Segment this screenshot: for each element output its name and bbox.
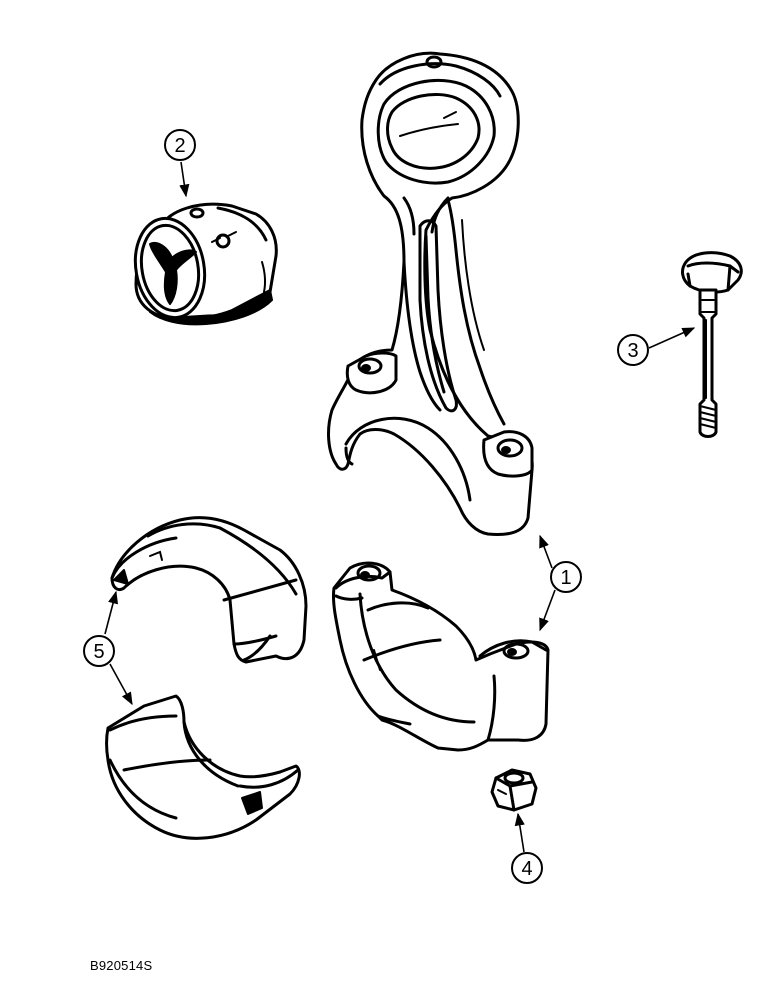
connecting-rod-cap-part [332,561,550,752]
callout-1: 1 [539,534,582,632]
callout-4: 4 [511,812,543,884]
callout-1-label: 1 [560,567,571,589]
bearing-shell-upper-part [110,516,308,664]
callout-2: 2 [164,129,196,198]
piston-pin-bushing-part [133,202,278,326]
connecting-rod-bolt-part [681,251,743,438]
callout-4-label: 4 [521,858,532,880]
figure-code: B920514S [90,958,153,973]
nut-part [490,768,538,812]
callout-3-label: 3 [627,340,638,362]
callout-2-label: 2 [174,135,185,157]
bearing-shell-lower-part [105,694,301,840]
callout-5: 5 [83,590,133,706]
callout-3: 3 [617,327,696,366]
connecting-rod-body-part [327,51,534,536]
callout-5-label: 5 [93,641,104,663]
